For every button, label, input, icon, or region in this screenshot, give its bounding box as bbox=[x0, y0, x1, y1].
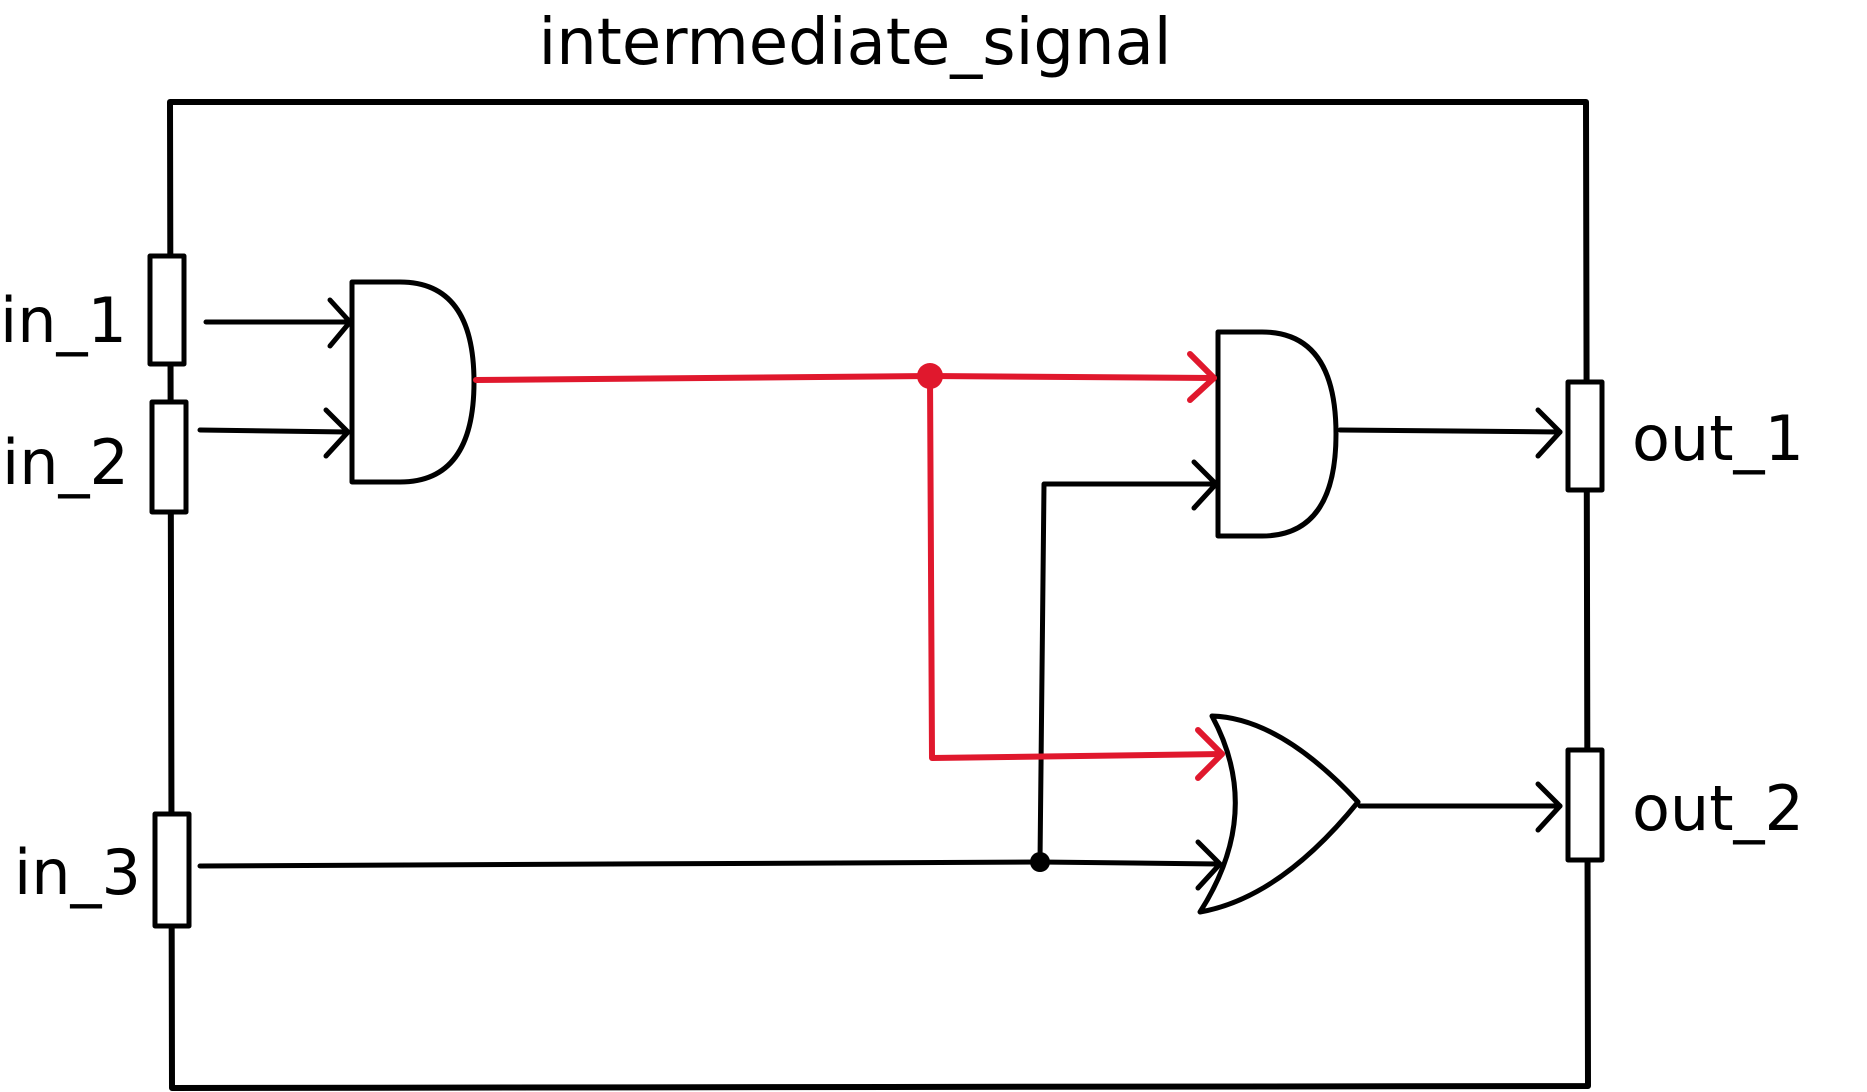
module-boundary bbox=[167, 99, 1591, 1091]
label-in-2: in_2 bbox=[2, 426, 129, 499]
arrow-intermediate-or bbox=[1195, 727, 1225, 781]
label-out-2: out_2 bbox=[1632, 772, 1804, 845]
and-gate-2 bbox=[1215, 329, 1339, 539]
arrow-in-3 bbox=[1195, 839, 1223, 891]
wire-out-1 bbox=[1337, 427, 1563, 435]
arrow-out-2 bbox=[1535, 781, 1563, 833]
arrow-in-2 bbox=[323, 407, 351, 459]
wire-in-2 bbox=[197, 427, 351, 435]
label-in-3: in_3 bbox=[14, 836, 141, 909]
junction-intermediate bbox=[917, 363, 943, 389]
port-out-1 bbox=[1565, 379, 1605, 493]
intermediate-signal-wires bbox=[473, 351, 1225, 781]
port-in-2 bbox=[149, 399, 189, 515]
diagram-title: intermediate_signal bbox=[538, 6, 1171, 80]
wire-intermediate-main bbox=[473, 373, 1217, 383]
black-wires bbox=[197, 297, 1563, 891]
label-out-1: out_1 bbox=[1632, 402, 1804, 475]
label-in-1: in_1 bbox=[0, 284, 127, 357]
port-in-3 bbox=[152, 811, 192, 929]
and-gate-1 bbox=[349, 279, 477, 485]
arrow-out-1 bbox=[1535, 407, 1563, 459]
port-in-1 bbox=[147, 253, 187, 367]
or-gate bbox=[1197, 713, 1361, 915]
arrow-in-1 bbox=[327, 297, 353, 349]
arrow-intermediate-and-2 bbox=[1187, 351, 1217, 403]
wire-in-3 bbox=[197, 859, 1221, 869]
wire-in-3-branch bbox=[1037, 481, 1219, 865]
arrow-and-2-lower bbox=[1191, 459, 1219, 511]
junction-in-3 bbox=[1030, 852, 1050, 872]
port-out-2 bbox=[1565, 747, 1605, 863]
wire-intermediate-branch bbox=[927, 373, 1225, 761]
